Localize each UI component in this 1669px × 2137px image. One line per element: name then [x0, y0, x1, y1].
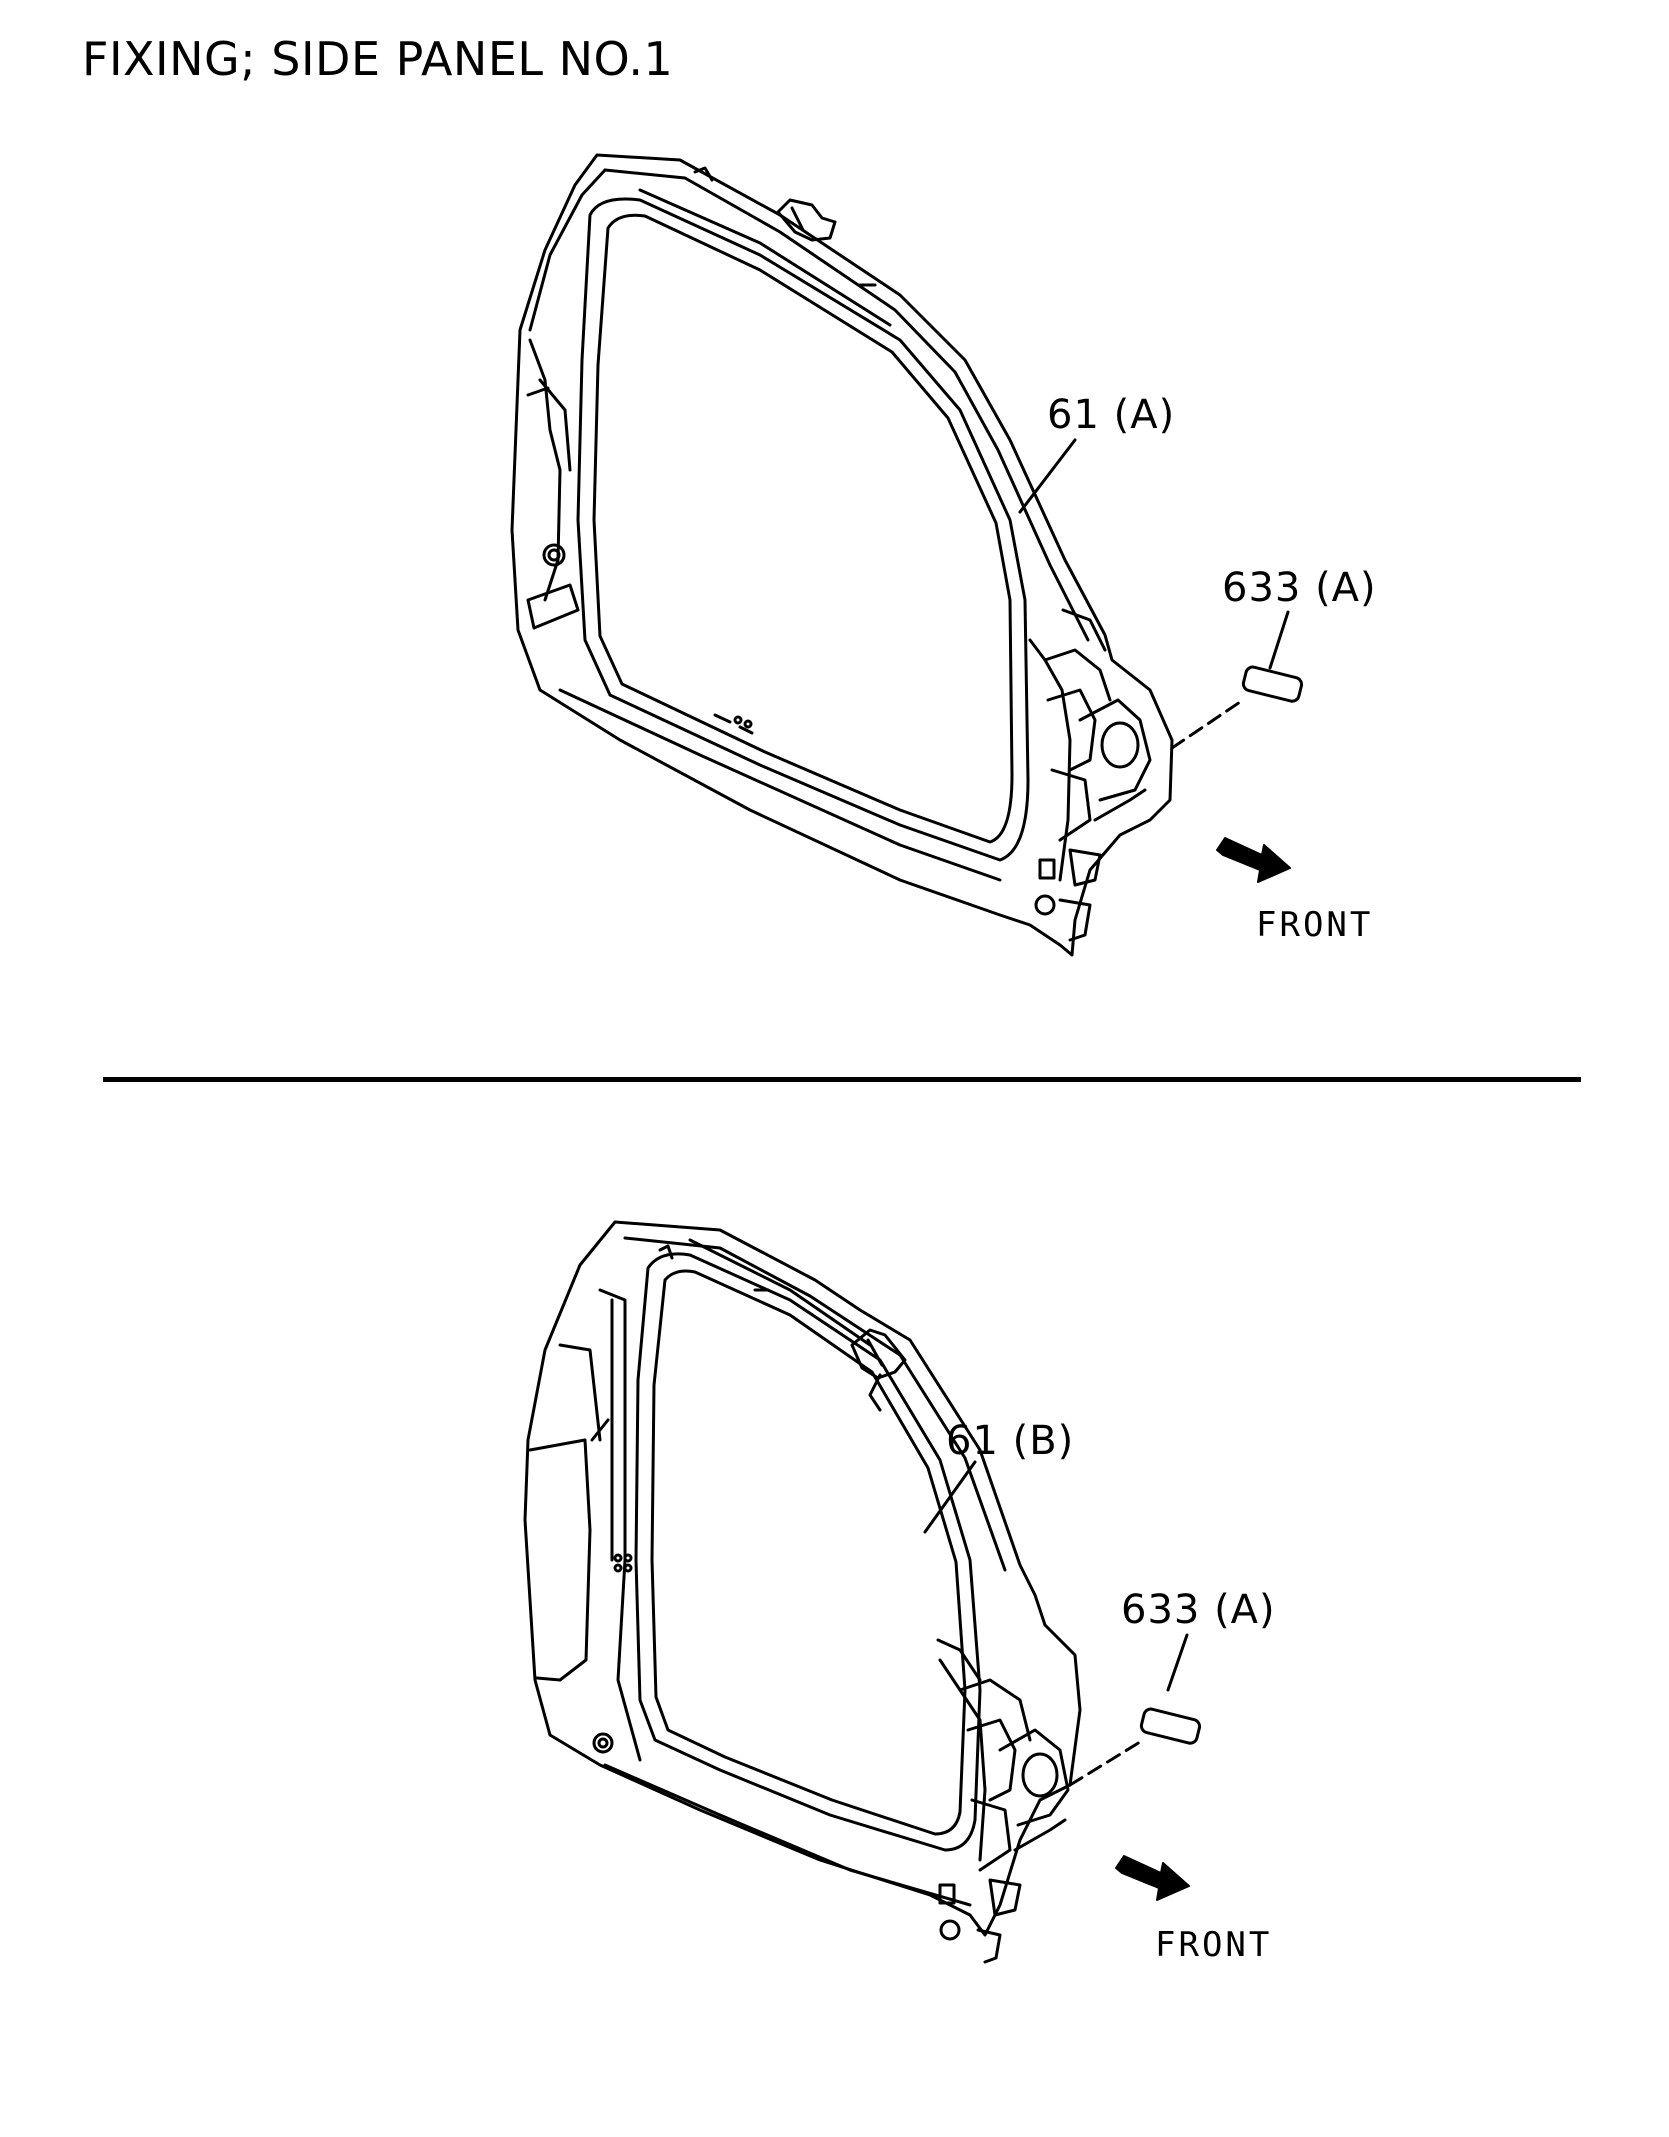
top-part-leader — [1268, 610, 1290, 670]
bottom-front-arrow-icon — [1115, 1855, 1190, 1901]
side-panel-61b — [523, 1220, 1082, 1964]
top-front-arrow-icon — [1216, 837, 1291, 883]
bottom-dashed-leader — [1068, 1740, 1142, 1787]
section-divider — [103, 1077, 1581, 1082]
top-part-label: 633 (A) — [1222, 565, 1377, 611]
bottom-part-leader — [1166, 1633, 1189, 1692]
bottom-panel-leader — [923, 1460, 977, 1534]
top-panel-leader — [1018, 438, 1077, 514]
top-dashed-leader — [1170, 698, 1245, 750]
bottom-trim-part-633a — [1139, 1707, 1202, 1745]
bottom-part-label: 633 (A) — [1121, 1587, 1276, 1633]
side-panel-61a — [510, 153, 1174, 957]
bottom-panel-label: 61 (B) — [946, 1418, 1075, 1464]
bottom-front-label: FRONT — [1155, 1925, 1273, 1965]
top-trim-part-633a — [1241, 665, 1304, 703]
top-panel-label: 61 (A) — [1047, 392, 1176, 438]
top-front-label: FRONT — [1256, 905, 1374, 945]
page-title: FIXING; SIDE PANEL NO.1 — [82, 32, 674, 86]
